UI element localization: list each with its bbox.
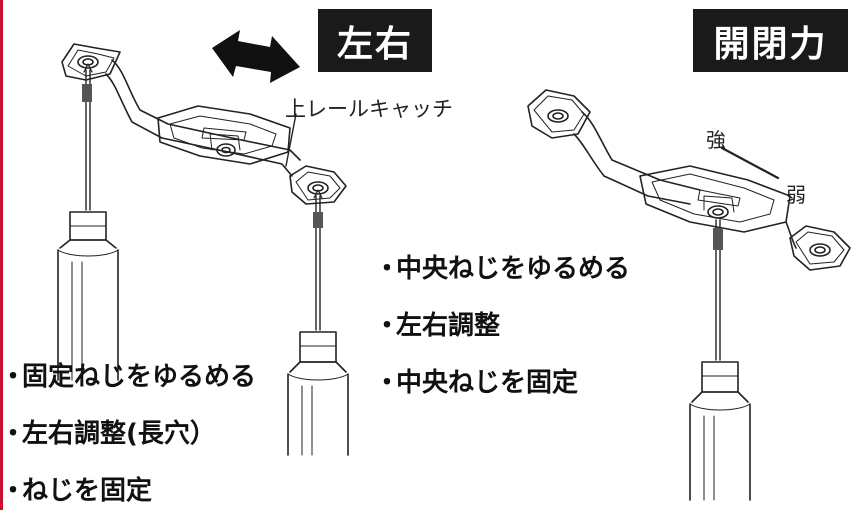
list-item: ねじを固定	[0, 474, 256, 531]
middle-screwdriver	[287, 189, 349, 456]
list-item: 左右調整(長穴）	[0, 417, 256, 474]
middle-steps-list: 中央ねじをゆるめる 左右調整 中央ねじを固定	[374, 252, 630, 423]
strength-line	[720, 146, 780, 180]
open-close-force-badge: 開閉力	[693, 9, 848, 72]
double-arrow-icon	[212, 30, 300, 83]
list-item: 中央ねじを固定	[374, 366, 630, 423]
left-right-badge: 左右	[318, 9, 432, 72]
left-screwdriver	[57, 63, 119, 381]
right-screwdriver	[689, 219, 751, 501]
left-bracket	[61, 43, 347, 205]
left-steps-list: 固定ねじをゆるめる 左右調整(長穴） ねじを固定	[0, 360, 256, 531]
list-item: 中央ねじをゆるめる	[374, 252, 630, 309]
illustration	[57, 30, 851, 501]
upper-rail-catch-label: 上レールキャッチ	[285, 97, 453, 121]
list-item: 固定ねじをゆるめる	[0, 360, 256, 417]
strong-label: 強	[706, 128, 726, 152]
left-edge-line	[0, 0, 3, 510]
weak-label: 弱	[786, 183, 806, 207]
list-item: 左右調整	[374, 309, 630, 366]
right-bracket	[527, 89, 851, 271]
